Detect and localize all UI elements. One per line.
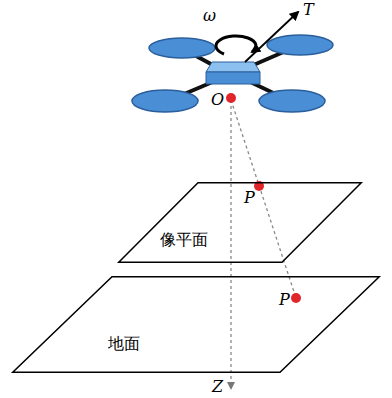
thrust-label: T: [303, 2, 314, 18]
drone-body: [206, 62, 260, 84]
point-label: P: [279, 292, 290, 308]
origin-label: O: [211, 92, 224, 108]
plane: 地面: [12, 276, 380, 373]
axis-label: Z: [212, 379, 223, 395]
plane-outline: [12, 276, 380, 373]
optical-center: [226, 93, 236, 103]
plane: 像平面: [118, 182, 362, 263]
projection-ray: [231, 100, 296, 298]
point-label: P: [244, 190, 255, 206]
thrust-arrow: [245, 12, 298, 62]
rotors: [132, 35, 333, 112]
plane-outline: [118, 182, 362, 263]
angular-velocity-label: ω: [203, 8, 216, 24]
plane-name: 像平面: [160, 230, 208, 251]
ground-point: [291, 293, 301, 303]
rotation-arrow: [216, 36, 256, 54]
plane-name: 地面: [108, 334, 140, 355]
z-axis: [230, 100, 231, 388]
